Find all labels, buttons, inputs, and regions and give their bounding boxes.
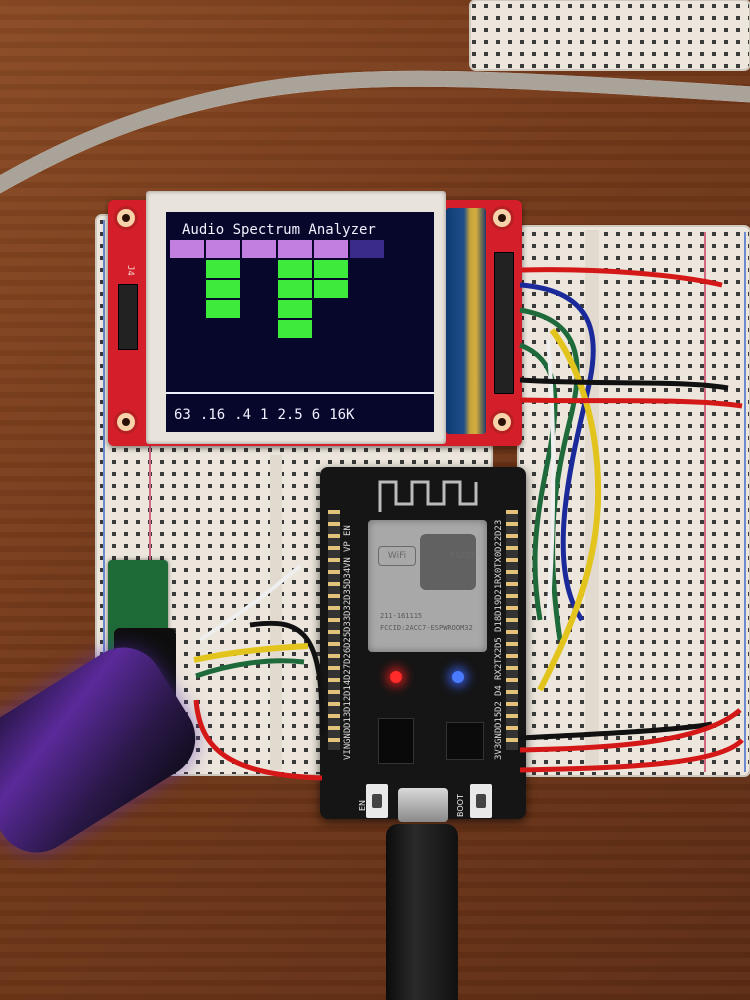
x-axis-line bbox=[166, 392, 434, 394]
bar-segment bbox=[278, 300, 312, 318]
mount-hole bbox=[114, 410, 138, 434]
pin-label: D33 bbox=[343, 615, 353, 632]
freq-label: .4 bbox=[234, 407, 252, 423]
usb-uart-chip bbox=[446, 722, 484, 760]
micro-usb-port bbox=[398, 788, 448, 822]
pin-label: RX2 bbox=[494, 663, 504, 680]
pin-label: TX2 bbox=[494, 647, 504, 664]
mount-hole bbox=[114, 206, 138, 230]
pin-label: D22 bbox=[494, 535, 504, 552]
module-name: ESP32 bbox=[450, 551, 476, 560]
bar-segment bbox=[314, 280, 348, 298]
sd-header bbox=[118, 284, 138, 350]
power-led bbox=[390, 671, 402, 683]
pin-label: D27 bbox=[343, 663, 353, 680]
peak-segment bbox=[314, 240, 348, 258]
pin-label: VN bbox=[343, 557, 353, 568]
bar-segment bbox=[206, 260, 240, 278]
peak-segment bbox=[206, 240, 240, 258]
pin-label: D26 bbox=[343, 647, 353, 664]
usb-cable bbox=[386, 824, 458, 1000]
pin-label: TX0 bbox=[494, 551, 504, 568]
bar-segment bbox=[206, 300, 240, 318]
mount-hole bbox=[490, 410, 514, 434]
pin-label: D34 bbox=[343, 567, 353, 584]
pin-label: D5 bbox=[494, 637, 504, 648]
pin-label: GND bbox=[343, 727, 353, 744]
freq-label: .16 bbox=[199, 407, 226, 423]
peak-segment bbox=[278, 240, 312, 258]
pin-header bbox=[494, 252, 514, 394]
pin-label: D23 bbox=[494, 519, 504, 536]
pin-label: D14 bbox=[343, 679, 353, 696]
pin-label: VIN bbox=[343, 743, 353, 760]
bar-segment bbox=[314, 260, 348, 278]
header-label: J4 bbox=[125, 265, 135, 276]
pin-label: EN bbox=[343, 525, 353, 536]
left-pin-row bbox=[328, 510, 340, 750]
wifi-logo: WiFi bbox=[378, 546, 416, 566]
pin-label: D32 bbox=[343, 599, 353, 616]
boot-button-label: BOOT bbox=[456, 794, 465, 817]
en-button[interactable] bbox=[366, 784, 388, 818]
fcc-id: FCCID:2ACC7-ESPWROOM32 bbox=[380, 624, 473, 632]
shield-smudge bbox=[420, 534, 476, 590]
pin-label: 3V3 bbox=[494, 743, 504, 760]
freq-label: 1 bbox=[260, 407, 269, 423]
antenna-trace bbox=[378, 480, 478, 512]
pin-label: D13 bbox=[343, 711, 353, 728]
pin-label: D4 bbox=[494, 685, 504, 696]
user-led bbox=[452, 671, 464, 683]
tft-screen: Audio Spectrum Analyzer 63 .16 .4 1 2.5 … bbox=[166, 212, 434, 432]
certification-code: 211-161115 bbox=[380, 612, 423, 620]
pin-label: D2 bbox=[494, 701, 504, 712]
en-button-label: EN bbox=[358, 799, 367, 811]
boot-button[interactable] bbox=[470, 784, 492, 818]
freq-label: 6 bbox=[311, 407, 321, 423]
freq-label: 63 bbox=[174, 407, 191, 423]
bar-segment bbox=[206, 280, 240, 298]
freq-label: 2.5 bbox=[277, 407, 303, 423]
peak-segment bbox=[350, 240, 384, 258]
pin-label: GND bbox=[494, 727, 504, 744]
pin-label: D21 bbox=[494, 583, 504, 600]
frequency-labels: 63 .16 .4 1 2.5 6 16K bbox=[174, 406, 428, 424]
tft-flex-ribbon bbox=[446, 208, 486, 434]
pin-label: D12 bbox=[343, 695, 353, 712]
spectrum-bars bbox=[166, 212, 434, 392]
pin-label: VP bbox=[343, 541, 353, 552]
screen-title: Audio Spectrum Analyzer bbox=[182, 222, 376, 238]
pin-label: D19 bbox=[494, 599, 504, 616]
peak-segment bbox=[170, 240, 204, 258]
shield-label: 211-161115 FCCID:2ACC7-ESPWROOM32 bbox=[380, 610, 480, 636]
peak-segment bbox=[242, 240, 276, 258]
mount-hole bbox=[490, 206, 514, 230]
pin-label: D25 bbox=[343, 631, 353, 648]
bar-segment bbox=[278, 280, 312, 298]
bar-segment bbox=[278, 320, 312, 338]
pin-label: D18 bbox=[494, 615, 504, 632]
voltage-regulator bbox=[378, 718, 414, 764]
pin-label: D35 bbox=[343, 583, 353, 600]
right-pin-row bbox=[506, 510, 518, 750]
freq-label: 16K bbox=[329, 407, 355, 423]
pin-label: RX0 bbox=[494, 567, 504, 584]
bar-segment bbox=[278, 260, 312, 278]
pin-label: D15 bbox=[494, 711, 504, 728]
